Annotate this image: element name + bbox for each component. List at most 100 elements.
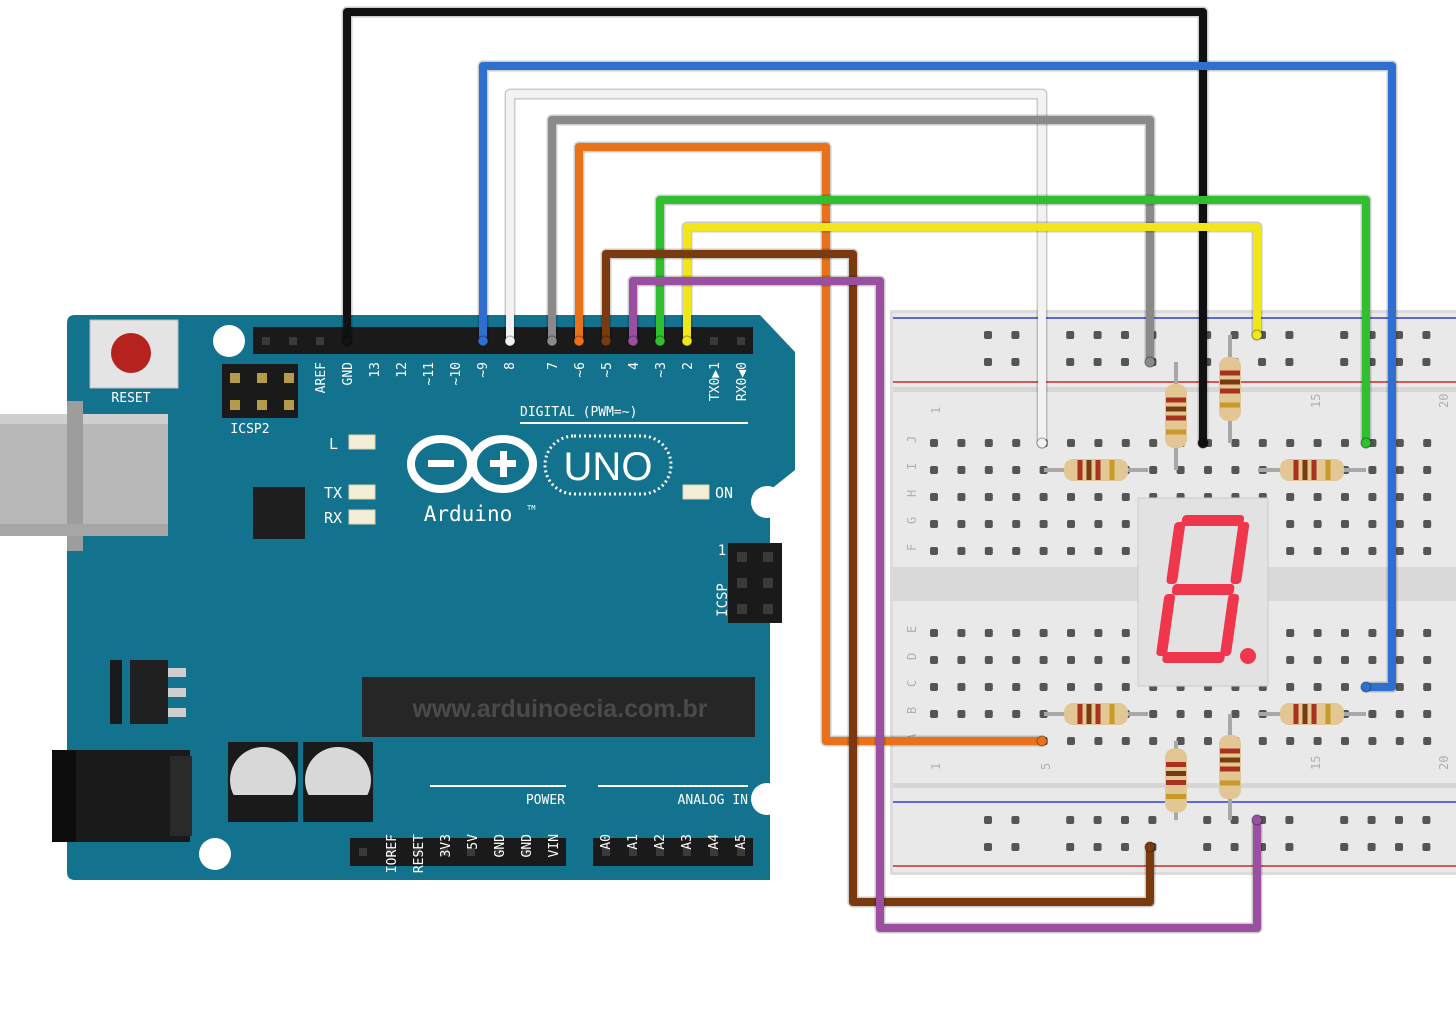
reset-button[interactable]: RESET <box>89 319 179 406</box>
breadboard-hole <box>1286 493 1295 501</box>
breadboard-hole <box>1012 439 1021 447</box>
header-pin[interactable] <box>262 337 270 345</box>
resistor-band <box>1293 704 1299 724</box>
breadboard-hole <box>984 466 993 474</box>
wire-green-pin3[interactable] <box>656 196 1370 447</box>
resistor-band <box>1220 370 1240 376</box>
website-label: www.arduinoecia.com.br <box>412 695 708 723</box>
breadboard-hole <box>1395 629 1404 637</box>
resistors <box>1044 335 1366 820</box>
resistor-band <box>1220 388 1240 394</box>
wire-purple-pin4[interactable] <box>629 277 1261 932</box>
breadboard-hole <box>984 710 993 718</box>
segment-c <box>1220 594 1239 656</box>
breadboard-hole <box>1395 737 1404 745</box>
breadboard-hole <box>1094 629 1103 637</box>
rail-hole <box>1258 358 1266 366</box>
header-pin[interactable] <box>359 848 367 856</box>
analog-section-label: ANALOG IN <box>678 793 748 808</box>
reset-button-cap[interactable] <box>111 333 151 373</box>
wire-gray-pin7[interactable] <box>548 116 1154 366</box>
breadboard-hole <box>1423 629 1432 637</box>
breadboard-hole <box>984 520 993 528</box>
breadboard-hole <box>1368 656 1377 664</box>
breadboard-hole <box>930 493 938 501</box>
header-pin[interactable] <box>440 848 448 856</box>
wire-white-pin8[interactable] <box>506 90 1046 447</box>
icsp-pin <box>737 578 747 588</box>
breadboard-hole <box>1395 683 1404 691</box>
rail-hole <box>984 331 992 339</box>
header-pin[interactable] <box>683 848 691 856</box>
breadboard-hole <box>1341 520 1349 528</box>
resistor-band <box>1220 402 1240 408</box>
rail-hole <box>1422 843 1431 851</box>
resistor <box>1219 714 1241 820</box>
icsp2-pin <box>230 373 240 383</box>
wire-orange-pin6[interactable] <box>575 143 1046 745</box>
header-pin[interactable] <box>710 337 718 345</box>
wire-blue-pin9[interactable] <box>479 62 1396 691</box>
breadboard-hole <box>1313 439 1322 447</box>
header-pin[interactable] <box>316 337 324 345</box>
header-pin[interactable] <box>521 848 529 856</box>
analog-header <box>593 838 753 866</box>
column-numbers: 1 15 20 1 5 15 20 <box>929 394 1451 770</box>
header-pin[interactable] <box>656 848 664 856</box>
header-pin[interactable] <box>737 848 745 856</box>
header-pin[interactable] <box>710 848 718 856</box>
col-number-1-bottom: 1 <box>929 763 943 770</box>
breadboard-hole <box>1231 710 1240 718</box>
breadboard-hole <box>957 547 966 555</box>
breadboard-hole <box>957 466 966 474</box>
wire-black-gnd-end <box>1197 437 1209 449</box>
breadboard-hole <box>1067 493 1075 501</box>
breadboard-hole <box>1368 737 1377 745</box>
reset-label: RESET <box>111 391 150 406</box>
header-pin[interactable] <box>467 848 475 856</box>
breadboard-hole <box>984 683 993 691</box>
usb-chip <box>253 487 305 539</box>
rail-hole <box>1066 816 1075 824</box>
mounting-hole-2 <box>751 486 783 518</box>
pin-label: GND <box>520 834 535 858</box>
rail-hole <box>1203 816 1212 824</box>
resistor <box>1165 362 1187 470</box>
led-on-label: ON <box>715 484 733 502</box>
resistor-band <box>1166 406 1186 412</box>
breadboard-hole <box>1423 439 1432 447</box>
usb-connector[interactable] <box>0 401 168 551</box>
digital-pin-label: 13 <box>368 362 383 378</box>
wire-brown-pin5[interactable] <box>602 250 1154 906</box>
rail-hole <box>1422 358 1431 366</box>
header-pin[interactable] <box>629 848 637 856</box>
resistor-band <box>1166 780 1186 785</box>
header-pin[interactable] <box>413 848 421 856</box>
usb-shadow <box>0 524 168 536</box>
header-pin[interactable] <box>737 337 745 345</box>
power-jack[interactable] <box>52 750 192 842</box>
header-pin[interactable] <box>494 848 502 856</box>
pin-label: VIN <box>547 834 562 857</box>
rail-hole <box>1395 331 1403 339</box>
plus-icon <box>500 451 507 477</box>
rail-hole <box>984 843 992 851</box>
header-pin[interactable] <box>602 848 610 856</box>
rail-hole <box>1066 331 1075 339</box>
microcontroller: www.arduinoecia.com.br <box>362 677 755 737</box>
col-number-15-bottom: 15 <box>1309 756 1323 770</box>
icsp2-pin <box>230 400 240 410</box>
led-l-label: L <box>329 435 338 453</box>
breadboard-hole <box>1094 520 1103 528</box>
resistor-band <box>1095 704 1101 724</box>
resistor-band <box>1166 397 1186 403</box>
header-pin[interactable] <box>386 848 394 856</box>
breadboard-hole <box>1039 520 1048 528</box>
icsp2-pin <box>257 400 267 410</box>
header-pin[interactable] <box>289 337 297 345</box>
resistor-band <box>1220 766 1240 772</box>
icsp-label: ICSP <box>715 583 731 617</box>
rail-hole <box>1121 358 1129 366</box>
breadboard-hole <box>1149 466 1158 474</box>
